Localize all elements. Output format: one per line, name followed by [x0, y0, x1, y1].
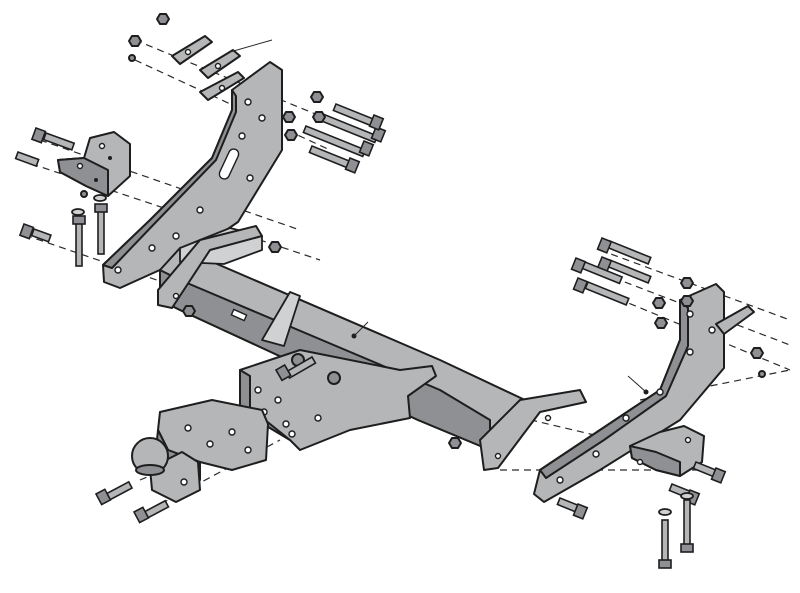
bolt: [570, 256, 624, 285]
bolt: [30, 126, 76, 151]
bolt: [14, 150, 40, 168]
bolt: [72, 215, 86, 267]
bolt: [596, 255, 652, 285]
washer: [93, 194, 107, 202]
tow-ball: [131, 437, 201, 503]
washer: [658, 508, 672, 516]
bolt: [132, 499, 170, 524]
bolt: [332, 102, 385, 131]
bolt: [18, 222, 52, 243]
washer: [680, 492, 694, 500]
bolts: [14, 102, 727, 569]
left-angle-bracket: [57, 131, 131, 197]
bolt: [302, 124, 375, 158]
right-angle-bracket: [629, 425, 705, 477]
nuts: [80, 13, 766, 449]
bolt: [314, 110, 387, 144]
washer: [71, 208, 85, 216]
bolt: [680, 499, 694, 553]
bolt: [556, 496, 589, 520]
bolt: [692, 460, 727, 484]
bolt: [658, 519, 672, 569]
bolt: [596, 236, 652, 266]
bolt: [572, 276, 630, 307]
left-mounting-bracket: [102, 61, 283, 289]
bolt: [274, 355, 317, 382]
bolt: [94, 203, 108, 255]
bolt: [94, 480, 134, 506]
spacer-plates: [171, 35, 273, 101]
bolt: [308, 144, 361, 174]
right-mounting-bracket: [533, 283, 755, 503]
